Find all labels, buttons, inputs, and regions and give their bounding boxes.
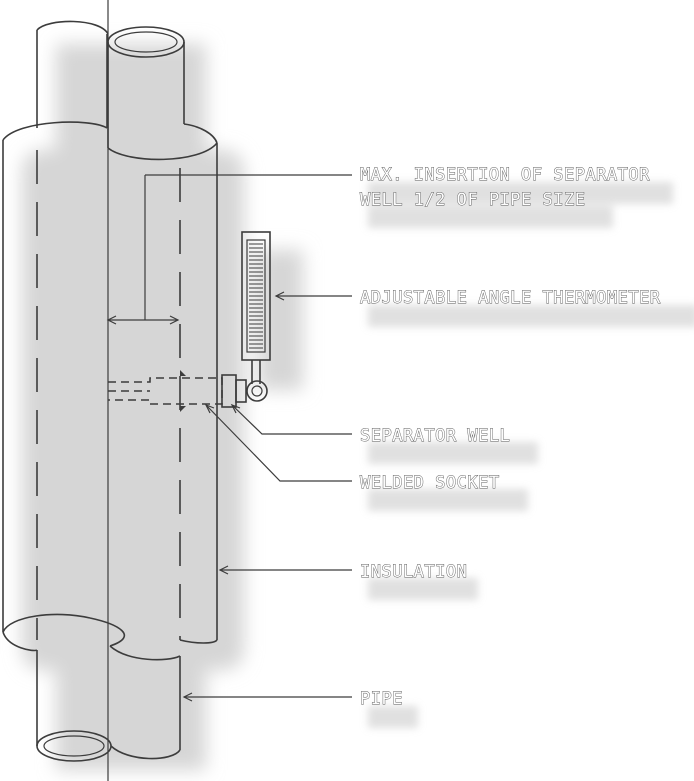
thermometer	[221, 231, 271, 408]
thermometer-label: ADJUSTABLE ANGLE THERMOMETER	[360, 288, 661, 308]
pipe-label: PIPE	[360, 689, 403, 709]
leader-lines	[145, 174, 352, 702]
insertion-dimension	[106, 175, 180, 325]
welded-socket-fillet	[180, 370, 186, 376]
label-shadows	[368, 182, 694, 728]
welded-socket-label: WELDED SOCKET	[360, 473, 500, 493]
insertion-label-line2: WELL 1/2 OF PIPE SIZE	[360, 190, 585, 210]
separator-well-label: SEPARATOR WELL	[360, 426, 510, 446]
insertion-label-line1: MAX. INSERTION OF SEPARATOR	[360, 165, 650, 185]
drop-shadows	[22, 44, 303, 770]
insulation-label: INSULATION	[360, 562, 467, 582]
insulation-jacket	[2, 121, 218, 661]
thermometer-scale	[249, 243, 263, 349]
lower-pipe	[36, 617, 181, 762]
